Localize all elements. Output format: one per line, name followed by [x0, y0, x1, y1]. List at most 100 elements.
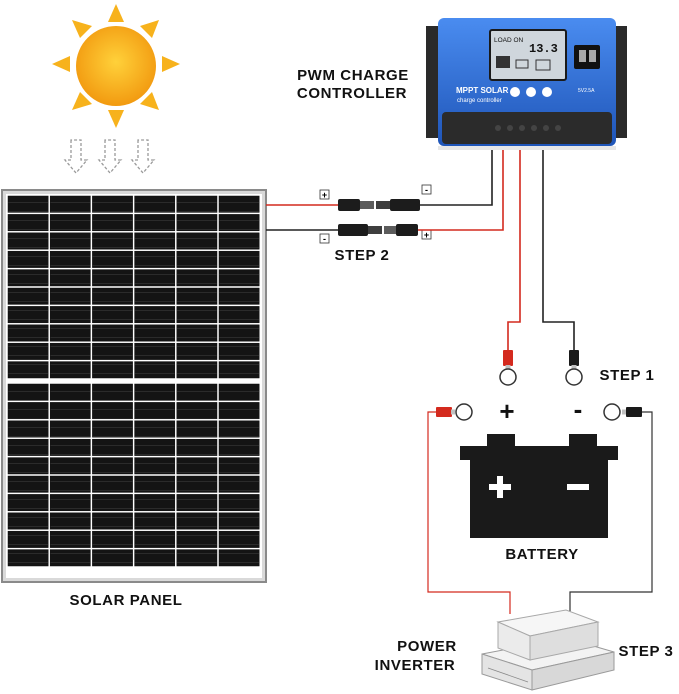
- solar-cell: [218, 287, 260, 305]
- solar-cell: [92, 324, 133, 342]
- solar-cell: [218, 512, 260, 530]
- solar-cell: [7, 383, 49, 401]
- battery-icon: [460, 434, 618, 538]
- solar-cell: [134, 342, 176, 360]
- solar-cell: [134, 287, 176, 305]
- inverter-wires: [427, 411, 653, 614]
- solar-cell: [176, 402, 218, 420]
- solar-cell: [218, 306, 260, 324]
- solar-cell: [134, 383, 176, 401]
- solar-cell: [176, 250, 218, 268]
- solar-cell: [49, 438, 91, 456]
- solar-cell: [49, 324, 91, 342]
- controller-spec: 5V2.5A: [578, 88, 595, 94]
- solar-cell: [7, 232, 49, 250]
- solar-cell: [218, 383, 260, 401]
- controller-brand: MPPT SOLAR: [456, 86, 509, 95]
- polarity-tags-step2: + - - +: [319, 184, 432, 244]
- solar-cell: [176, 475, 218, 493]
- solar-cell: [134, 420, 176, 438]
- solar-cell: [92, 512, 133, 530]
- panel-wires: [266, 204, 340, 231]
- solar-cell: [92, 494, 133, 512]
- solar-cell: [7, 250, 49, 268]
- tag-minus-panel: -: [323, 234, 326, 244]
- inverter-label-line1: POWER: [397, 638, 457, 655]
- solar-cell: [134, 214, 176, 232]
- solar-cell: [7, 530, 49, 548]
- solar-cell: [134, 457, 176, 475]
- solar-cell: [176, 287, 218, 305]
- solar-cell: [218, 402, 260, 420]
- mc4-connector-positive: [338, 199, 420, 211]
- solar-cell: [49, 269, 91, 287]
- solar-cell: [176, 361, 218, 379]
- step2-label: STEP 2: [334, 247, 389, 264]
- solar-cell: [218, 269, 260, 287]
- solar-cell: [218, 475, 260, 493]
- solar-cell: [49, 287, 91, 305]
- tag-plus-ctrl: +: [424, 230, 429, 240]
- solar-cell: [176, 512, 218, 530]
- solar-cell: [49, 457, 91, 475]
- tag-minus-ctrl: -: [425, 185, 428, 195]
- step3-label: STEP 3: [618, 643, 673, 660]
- solar-cell: [176, 269, 218, 287]
- solar-cell: [218, 232, 260, 250]
- solar-cell: [49, 361, 91, 379]
- solar-cell: [218, 342, 260, 360]
- solar-cell: [134, 494, 176, 512]
- controller-input-wires: [418, 150, 504, 231]
- solar-cell: [49, 402, 91, 420]
- controller-brand-sub: charge controller: [457, 98, 502, 104]
- ring-terminal-inverter-negative: [603, 403, 642, 421]
- solar-cell: [49, 195, 91, 213]
- solar-cell: [49, 342, 91, 360]
- battery-wires: [507, 150, 575, 352]
- solar-cell: [176, 324, 218, 342]
- solar-cell: [218, 361, 260, 379]
- screen-load-text: LOAD ON: [494, 37, 524, 44]
- solar-cell: [134, 361, 176, 379]
- solar-cell: [134, 530, 176, 548]
- solar-cell: [7, 195, 49, 213]
- solar-cell: [176, 494, 218, 512]
- solar-cell: [92, 195, 133, 213]
- solar-cell: [7, 420, 49, 438]
- solar-cell: [7, 269, 49, 287]
- solar-cell: [176, 383, 218, 401]
- solar-cell: [49, 494, 91, 512]
- solar-cell: [218, 530, 260, 548]
- solar-cell: [92, 287, 133, 305]
- solar-cell: [134, 195, 176, 213]
- solar-cell: [176, 306, 218, 324]
- solar-cell: [92, 232, 133, 250]
- solar-cell: [134, 438, 176, 456]
- solar-cell: [134, 475, 176, 493]
- solar-cell: [218, 195, 260, 213]
- mc4-connector-negative: [338, 224, 418, 236]
- ring-terminal-positive: [499, 350, 517, 386]
- solar-cell: [176, 438, 218, 456]
- solar-cell: [92, 438, 133, 456]
- solar-cell: [49, 530, 91, 548]
- solar-cell: [7, 512, 49, 530]
- solar-cell: [7, 342, 49, 360]
- controller-label-line2: CONTROLLER: [297, 85, 407, 102]
- solar-cell: [218, 549, 260, 567]
- battery-minus-sign: -: [574, 394, 583, 424]
- solar-cell: [49, 232, 91, 250]
- solar-cell: [92, 420, 133, 438]
- solar-cell: [49, 420, 91, 438]
- solar-cell: [92, 214, 133, 232]
- solar-cell: [49, 250, 91, 268]
- solar-cell: [49, 306, 91, 324]
- solar-cell: [92, 402, 133, 420]
- solar-cell: [134, 250, 176, 268]
- ring-terminal-inverter-positive: [436, 403, 473, 421]
- battery-plus-sign: +: [499, 396, 514, 426]
- screen-value-text: 13.3: [529, 42, 558, 56]
- solar-cell: [49, 475, 91, 493]
- solar-cell: [134, 512, 176, 530]
- charge-controller: LOAD ON 13.3 5V2.5A MPPT SOLAR charge co…: [426, 18, 627, 150]
